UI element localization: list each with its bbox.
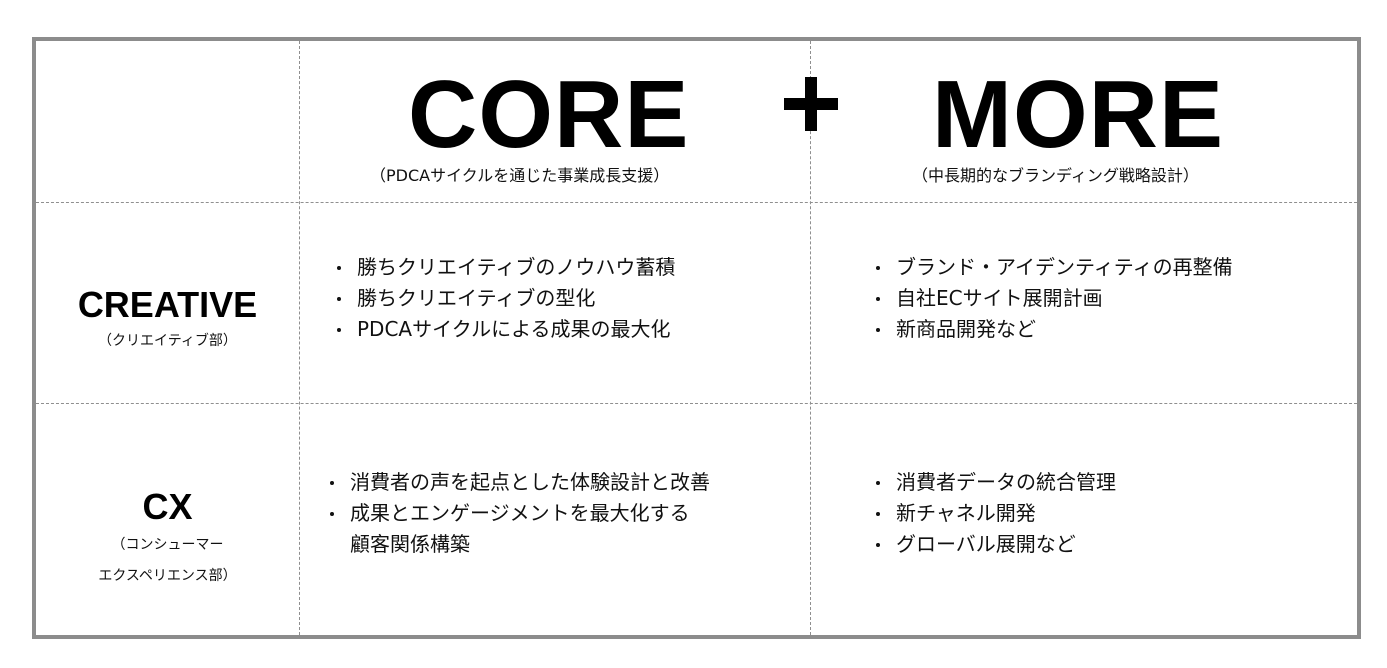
creative-core-list: 勝ちクリエイティブのノウハウ蓄積 勝ちクリエイティブの型化 PDCAサイクルによ… xyxy=(333,252,675,345)
bullet-icon xyxy=(876,481,880,485)
bullet-icon xyxy=(337,266,341,270)
bullet-icon xyxy=(876,512,880,516)
bullet-icon xyxy=(337,297,341,301)
bullet-icon xyxy=(337,328,341,332)
list-item: 成果とエンゲージメントを最大化する顧客関係構築 xyxy=(326,498,710,560)
more-heading: MORE xyxy=(932,61,1224,168)
cx-core-list: 消費者の声を起点とした体験設計と改善 成果とエンゲージメントを最大化する顧客関係… xyxy=(326,467,710,560)
core-subtitle: （PDCAサイクルを通じた事業成長支援） xyxy=(370,166,670,185)
row-head-cx: CX （コンシューマー エクスペリエンス部） xyxy=(36,489,299,587)
bullet-icon xyxy=(876,328,880,332)
column-divider-right xyxy=(810,41,811,635)
row-title-cx: CX xyxy=(142,486,193,527)
creative-more-list: ブランド・アイデンティティの再整備 自社ECサイト展開計画 新商品開発など xyxy=(872,252,1233,345)
list-item-text: 自社ECサイト展開計画 xyxy=(896,286,1103,310)
list-item-text: 勝ちクリエイティブの型化 xyxy=(357,286,596,310)
list-item: 新チャネル開発 xyxy=(872,498,1116,529)
cx-more-list: 消費者データの統合管理 新チャネル開発 グローバル展開など xyxy=(872,467,1116,560)
list-item: 勝ちクリエイティブの型化 xyxy=(333,283,675,314)
list-item: ブランド・アイデンティティの再整備 xyxy=(872,252,1233,283)
list-item-text: 新商品開発など xyxy=(896,317,1036,341)
row-divider-bottom xyxy=(36,403,1357,404)
list-item-text-continued: 顧客関係構築 xyxy=(350,532,470,556)
bullet-icon xyxy=(876,297,880,301)
bullet-icon xyxy=(876,543,880,547)
list-item: 消費者データの統合管理 xyxy=(872,467,1116,498)
list-item-text: ブランド・アイデンティティの再整備 xyxy=(896,255,1233,279)
list-item: 自社ECサイト展開計画 xyxy=(872,283,1233,314)
row-title-creative: CREATIVE xyxy=(77,284,258,325)
column-divider-left xyxy=(299,41,300,635)
list-item-text: グローバル展開など xyxy=(896,532,1076,556)
row-subtitle-cx-line1: （コンシューマー xyxy=(111,537,224,553)
plus-icon-vertical xyxy=(805,77,817,131)
list-item: PDCAサイクルによる成果の最大化 xyxy=(333,314,675,345)
bullet-icon xyxy=(330,481,334,485)
row-subtitle-creative: （クリエイティブ部） xyxy=(98,333,237,349)
bullet-icon xyxy=(330,512,334,516)
list-item: グローバル展開など xyxy=(872,529,1116,560)
list-item: 新商品開発など xyxy=(872,314,1233,345)
list-item-text: 消費者の声を起点とした体験設計と改善 xyxy=(350,470,710,494)
row-divider-top xyxy=(36,202,1357,203)
row-subtitle-cx-line2: エクスペリエンス部） xyxy=(98,568,237,584)
list-item-text: 消費者データの統合管理 xyxy=(896,470,1116,494)
more-subtitle: （中長期的なブランディング戦略設計） xyxy=(912,166,1199,185)
core-heading: CORE xyxy=(408,61,690,168)
bullet-icon xyxy=(876,266,880,270)
list-item-text: 新チャネル開発 xyxy=(896,501,1036,525)
list-item: 勝ちクリエイティブのノウハウ蓄積 xyxy=(333,252,675,283)
matrix-frame: CORE MORE （PDCAサイクルを通じた事業成長支援） （中長期的なブラン… xyxy=(32,37,1361,639)
list-item: 消費者の声を起点とした体験設計と改善 xyxy=(326,467,710,498)
list-item-text: PDCAサイクルによる成果の最大化 xyxy=(357,317,671,341)
row-head-creative: CREATIVE （クリエイティブ部） xyxy=(36,287,299,352)
list-item-text: 成果とエンゲージメントを最大化する xyxy=(350,501,690,525)
list-item-text: 勝ちクリエイティブのノウハウ蓄積 xyxy=(357,255,676,279)
plus-icon xyxy=(784,77,838,131)
